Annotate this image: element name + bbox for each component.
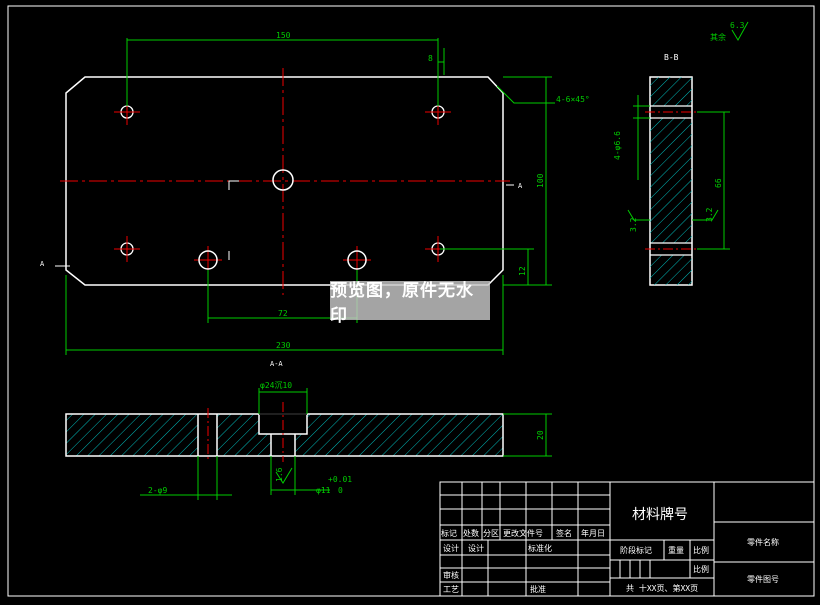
tb-change: 更改文件号: [503, 528, 543, 538]
dim-ra-left: 3.2: [629, 217, 638, 232]
material-label: 材料牌号: [632, 506, 688, 523]
roughness-value: 6.3: [730, 21, 745, 30]
tb-process: 工艺: [443, 585, 459, 594]
dim-tol-lower: 0: [338, 486, 343, 495]
dim-cbore: φ24沉10: [260, 381, 292, 390]
dim-100: 100: [536, 173, 545, 188]
tb-date: 年月日: [581, 528, 605, 538]
marker-a-right: A: [518, 182, 523, 190]
tb-sheets: 共 十XX页、第XX页: [626, 583, 698, 593]
section-aa: A-A: [65, 360, 552, 500]
part-no-label: 零件图号: [747, 574, 779, 584]
tb-zone: 分区: [483, 529, 499, 538]
dim-chamfer: 4-6×45°: [556, 95, 590, 104]
dim-20: 20: [536, 430, 545, 440]
section-bb: B-B 4-φ6.6 66 3.2: [613, 53, 730, 286]
preview-watermark: 预览图，原件无水印: [330, 281, 490, 326]
dim-hole66: 4-φ6.6: [613, 131, 622, 160]
dim-12: 12: [518, 266, 527, 276]
tb-design1: 设计: [443, 543, 459, 553]
tb-stage-mark: 阶段标记: [620, 545, 652, 555]
dim-72: 72: [278, 309, 288, 318]
tb-sign: 签名: [556, 528, 572, 538]
tb-weight: 重量: [668, 545, 684, 555]
dim-ra16: 1.6: [275, 467, 284, 482]
dim-ra-right: 3.2: [705, 207, 714, 222]
tb-review: 审核: [443, 570, 459, 580]
dim-11: φ11: [316, 486, 331, 495]
dim-230: 230: [276, 341, 291, 350]
tb-standard: 标准化: [528, 543, 552, 553]
section-bb-label: B-B: [664, 53, 679, 62]
roughness-symbol: 6.3 其余: [710, 21, 749, 42]
dim-66: 66: [714, 178, 723, 188]
dim-150: 150: [276, 31, 291, 40]
section-aa-label: A-A: [270, 360, 283, 368]
roughness-label: 其余: [710, 32, 726, 42]
marker-a-left: A: [40, 260, 45, 268]
tb-ratio2: 比例: [693, 564, 709, 574]
dim-2holes: 2-φ9: [148, 486, 167, 495]
top-view: A A: [40, 68, 523, 295]
tb-approve: 批准: [530, 584, 546, 594]
pin-holes: [198, 250, 367, 270]
center-hole: [272, 169, 294, 191]
title-block: [439, 481, 815, 597]
tb-count: 处数: [463, 528, 479, 538]
tb-mark: 标记: [441, 528, 457, 538]
tb-ratio: 比例: [693, 545, 709, 555]
dim-8: 8: [428, 54, 433, 63]
drawing-border: [7, 5, 815, 597]
part-name-label: 零件名称: [747, 537, 779, 547]
dim-tol-upper: +0.01: [328, 475, 352, 484]
tb-design2: 设计: [468, 543, 484, 553]
top-dimensions: [65, 38, 555, 355]
